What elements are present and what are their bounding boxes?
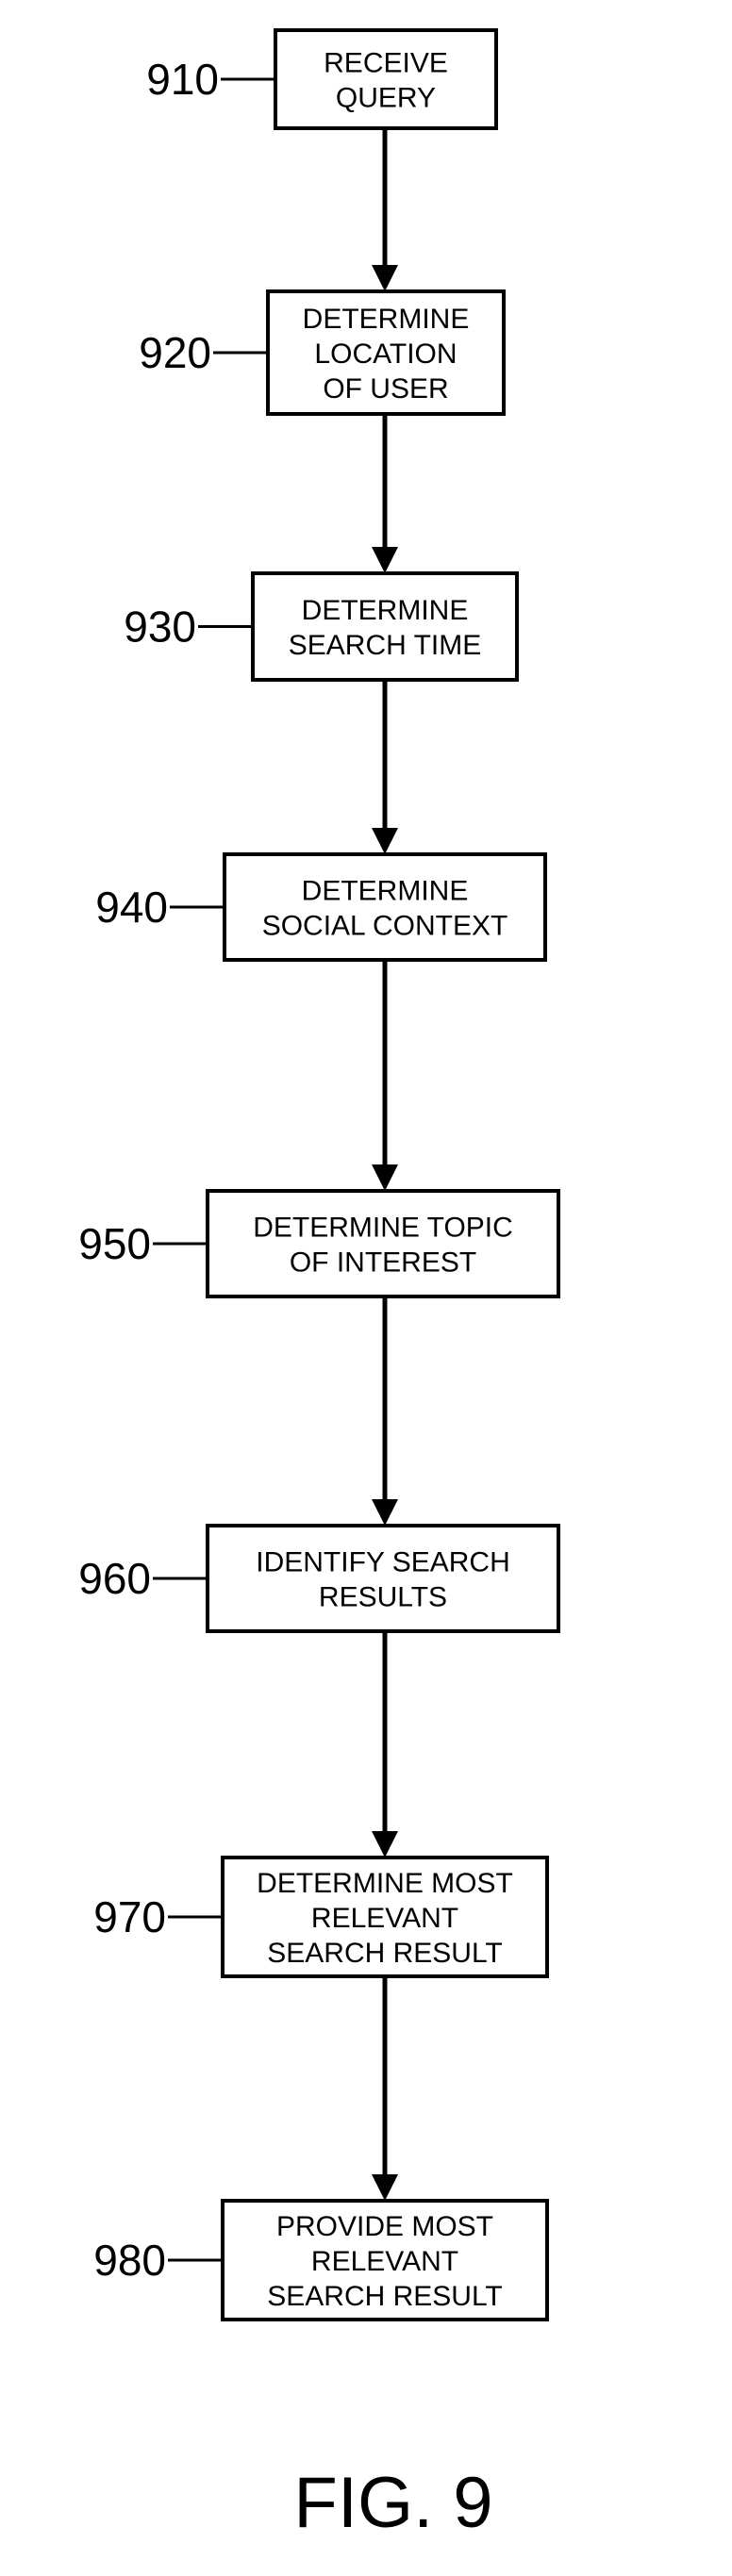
step-box (225, 854, 545, 960)
step-label-line: DETERMINE (303, 304, 470, 335)
step-box (208, 1526, 558, 1631)
step-label-line: RELEVANT (311, 2246, 458, 2277)
step-910: RECEIVE QUERY 910 (146, 30, 496, 128)
step-label-line: QUERY (336, 83, 436, 114)
step-label-line: DETERMINE MOST (257, 1868, 513, 1899)
step-box (253, 573, 517, 680)
reference-numeral: 940 (95, 883, 168, 932)
step-label-line: OF INTEREST (290, 1247, 476, 1279)
step-930: DETERMINE SEARCH TIME 930 (124, 573, 517, 680)
step-label-line: SOCIAL CONTEXT (262, 911, 508, 942)
reference-numeral: 950 (78, 1219, 151, 1268)
reference-numeral: 930 (124, 603, 196, 652)
reference-numeral: 960 (78, 1554, 151, 1603)
flow-arrow (372, 1631, 398, 1858)
flow-arrow (372, 414, 398, 573)
step-label-line: DETERMINE TOPIC (253, 1213, 513, 1244)
step-960: IDENTIFY SEARCH RESULTS 960 (78, 1526, 558, 1631)
flow-arrow (372, 1976, 398, 2201)
step-label-line: RESULTS (319, 1582, 447, 1613)
step-label-line: RELEVANT (311, 1903, 458, 1934)
step-label-line: DETERMINE (302, 595, 469, 626)
reference-numeral: 920 (139, 328, 211, 377)
flow-arrow (372, 1296, 398, 1526)
reference-numeral: 910 (146, 55, 219, 104)
step-970: DETERMINE MOST RELEVANT SEARCH RESULT 970 (93, 1858, 547, 1976)
step-label-line: PROVIDE MOST (276, 2211, 493, 2242)
step-920: DETERMINE LOCATIONOF USER 920 (139, 291, 504, 414)
reference-numeral: 970 (93, 1892, 166, 1941)
step-label-line: OF USER (323, 373, 448, 405)
flow-arrow (372, 960, 398, 1191)
step-label-line: LOCATION (314, 339, 457, 370)
step-980: PROVIDE MOST RELEVANT SEARCH RESULT 980 (93, 2201, 547, 2320)
figure-label: FIG. 9 (293, 2463, 492, 2543)
step-940: DETERMINE SOCIAL CONTEXT 940 (95, 854, 545, 960)
step-label-line: SEARCH RESULT (267, 1938, 503, 1969)
reference-numeral: 980 (93, 2236, 166, 2285)
step-label-line: DETERMINE (302, 876, 469, 907)
step-label-line: SEARCH TIME (289, 630, 481, 661)
flow-arrow (372, 128, 398, 291)
step-950: DETERMINE TOPICOF INTEREST 950 (78, 1191, 558, 1296)
flow-arrow (372, 680, 398, 854)
step-label-line: IDENTIFY SEARCH (256, 1547, 510, 1578)
step-label-line: SEARCH RESULT (267, 2281, 503, 2312)
step-box (208, 1191, 558, 1296)
step-label-line: RECEIVE (324, 48, 448, 79)
